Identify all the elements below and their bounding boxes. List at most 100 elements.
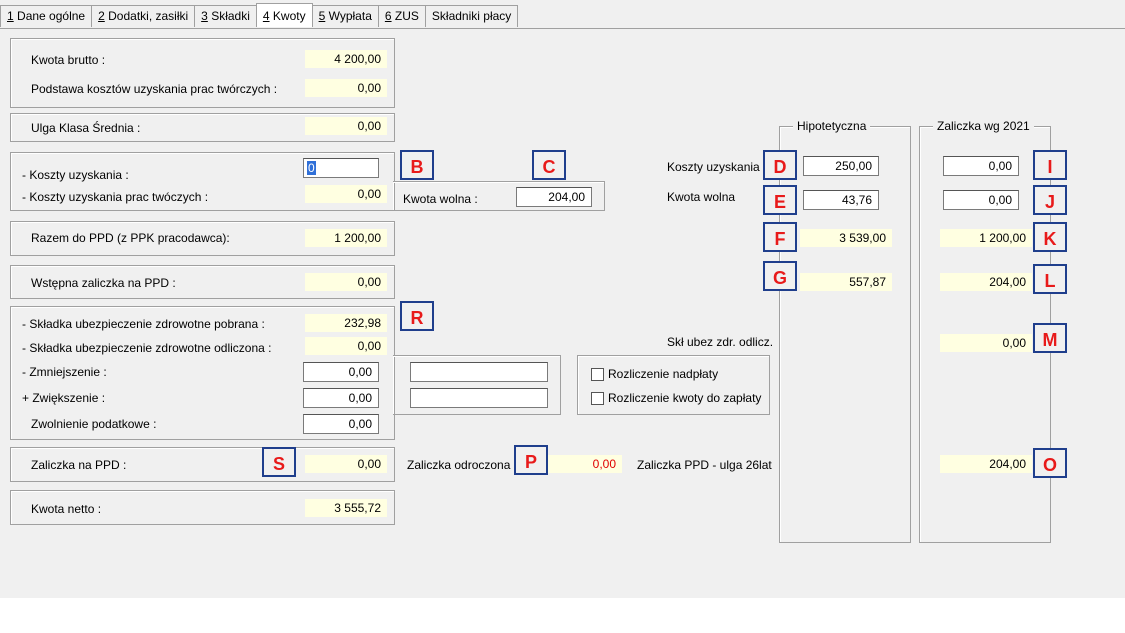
hip-kwota-wolna-label: Kwota wolna [667, 190, 736, 204]
hip-koszty-label: Koszty uzyskania [667, 160, 760, 174]
tab-wyplata[interactable]: 5 Wypłata [311, 5, 379, 27]
wstepna-zaliczka-value: 0,00 [305, 273, 387, 291]
tab-number: 1 [7, 9, 14, 23]
kwota-netto-value: 3 555,72 [305, 499, 387, 517]
skl-ubez-label: Skł ubez zdr. odlicz. [667, 335, 774, 349]
marker-p: P [514, 445, 548, 475]
kwota-brutto-label: Kwota brutto : [31, 53, 106, 67]
wg2021-zaliczka-value: 204,00 [940, 273, 1032, 291]
zmniejszenie-extra-input[interactable] [410, 362, 548, 382]
rozliczenie-kwoty-checkbox[interactable] [591, 392, 604, 405]
tab-label: Składniki płacy [431, 9, 512, 23]
koszty-tworcze-label: - Koszty uzyskania prac twóczych : [22, 190, 209, 204]
group-skladki [10, 306, 395, 440]
hipotetyczna-title: Hipotetyczna [793, 119, 871, 133]
tab-label: Składki [211, 9, 250, 23]
kwota-wolna-input[interactable]: 204,00 [516, 187, 592, 207]
koszty-uzyskania-label: - Koszty uzyskania : [22, 168, 129, 182]
skladka-odliczona-value: 0,00 [305, 337, 387, 355]
skladka-pobrana-label: - Składka ubezpieczenie zdrowotne pobran… [22, 317, 265, 331]
tab-number: 3 [201, 9, 208, 23]
marker-r: R [400, 301, 434, 331]
hip-zaliczka-value: 557,87 [800, 273, 892, 291]
razem-do-ppd-value: 1 200,00 [305, 229, 387, 247]
group-rozliczenie [577, 355, 770, 415]
tab-zus[interactable]: 6 ZUS [377, 5, 426, 27]
group-zaliczka [10, 447, 395, 482]
marker-i: I [1033, 150, 1067, 180]
tab-number: 5 [318, 9, 326, 23]
rozliczenie-nadplaty-label: Rozliczenie nadpłaty [608, 367, 719, 381]
marker-g: G [763, 261, 797, 291]
wg2021-koszty-input[interactable]: 0,00 [943, 156, 1019, 176]
group-wstepna [10, 265, 395, 299]
koszty-uzyskania-input[interactable]: 0 [303, 158, 379, 178]
group-netto [10, 490, 395, 525]
skladka-pobrana-value: 232,98 [305, 314, 387, 332]
tab-label: Wypłata [328, 9, 372, 23]
marker-m: M [1033, 323, 1067, 353]
podstawa-kosztow-value: 0,00 [305, 79, 387, 97]
hip-podstawa-value: 3 539,00 [800, 229, 892, 247]
kwota-brutto-value: 4 200,00 [305, 50, 387, 68]
group-hipotetyczna [779, 126, 911, 543]
zaliczka-ppd-value: 0,00 [305, 455, 387, 473]
wg2021-podstawa-value: 1 200,00 [940, 229, 1032, 247]
marker-k: K [1033, 222, 1067, 252]
tab-kwoty[interactable]: 4 Kwoty [255, 3, 313, 27]
tab-label: Dodatki, zasiłki [108, 9, 189, 23]
group-kwota-wolna [393, 181, 605, 211]
tab-dane-ogolne[interactable]: 1 Dane ogólne [0, 5, 93, 27]
selected-text: 0 [307, 161, 316, 175]
tab-label: Dane ogólne [17, 9, 86, 23]
hip-koszty-input[interactable]: 250,00 [803, 156, 879, 176]
tab-label: Kwoty [272, 9, 306, 23]
wg2021-ulga26-value: 204,00 [940, 455, 1032, 473]
marker-s: S [262, 447, 296, 477]
kwota-wolna-label: Kwota wolna : [403, 192, 478, 206]
tab-number: 2 [98, 9, 105, 23]
rozliczenie-kwoty-label: Rozliczenie kwoty do zapłaty [608, 391, 762, 405]
zwolnienie-input[interactable]: 0,00 [303, 414, 379, 434]
tab-divider [0, 28, 1125, 29]
form-panel: 1 Dane ogólne 2 Dodatki, zasiłki 3 Skład… [0, 0, 1125, 598]
zwiekszenie-extra-input[interactable] [410, 388, 548, 408]
marker-f: F [763, 222, 797, 252]
zaliczka-ulga26-label: Zaliczka PPD - ulga 26lat [637, 458, 772, 472]
wstepna-zaliczka-label: Wstępna zaliczka na PPD : [31, 276, 176, 290]
marker-c: C [532, 150, 566, 180]
hip-kwota-wolna-input[interactable]: 43,76 [803, 190, 879, 210]
wg2021-skl-value: 0,00 [940, 334, 1032, 352]
kwota-netto-label: Kwota netto : [31, 502, 102, 516]
marker-b: B [400, 150, 434, 180]
tab-skladki[interactable]: 3 Składki [194, 5, 257, 27]
group-razem [10, 221, 395, 256]
group-zmiana-extra [393, 355, 561, 415]
zmniejszenie-input[interactable]: 0,00 [303, 362, 379, 382]
marker-l: L [1033, 264, 1067, 294]
zaliczka-odroczona-label: Zaliczka odroczona [407, 458, 511, 472]
wg2021-kwota-wolna-input[interactable]: 0,00 [943, 190, 1019, 210]
tab-number: 6 [384, 9, 392, 23]
group-ulga [10, 113, 395, 142]
tab-skladniki-placy[interactable]: Składniki płacy [424, 5, 519, 27]
zmniejszenie-label: - Zmniejszenie : [22, 365, 107, 379]
zaliczka-odroczona-value: 0,00 [545, 455, 622, 473]
zwolnienie-label: Zwolnienie podatkowe : [31, 417, 157, 431]
marker-d: D [763, 150, 797, 180]
tab-dodatki[interactable]: 2 Dodatki, zasiłki [91, 5, 196, 27]
marker-e: E [763, 185, 797, 215]
razem-do-ppd-label: Razem do PPD (z PPK pracodawca): [31, 231, 230, 245]
zwiekszenie-input[interactable]: 0,00 [303, 388, 379, 408]
zaliczka-ppd-label: Zaliczka na PPD : [31, 458, 127, 472]
ulga-klasa-srednia-label: Ulga Klasa Średnia : [31, 121, 141, 135]
tab-label: ZUS [394, 9, 419, 23]
rozliczenie-nadplaty-checkbox[interactable] [591, 368, 604, 381]
koszty-tworcze-value: 0,00 [305, 185, 387, 203]
podstawa-kosztow-label: Podstawa kosztów uzyskania prac twórczyc… [31, 82, 278, 96]
skladka-odliczona-label: - Składka ubezpieczenie zdrowotne odlicz… [22, 341, 272, 355]
ulga-klasa-srednia-value: 0,00 [305, 117, 387, 135]
wg2021-title: Zaliczka wg 2021 [933, 119, 1034, 133]
zwiekszenie-label: + Zwiększenie : [22, 391, 106, 405]
tab-bar: 1 Dane ogólne 2 Dodatki, zasiłki 3 Skład… [0, 3, 519, 28]
